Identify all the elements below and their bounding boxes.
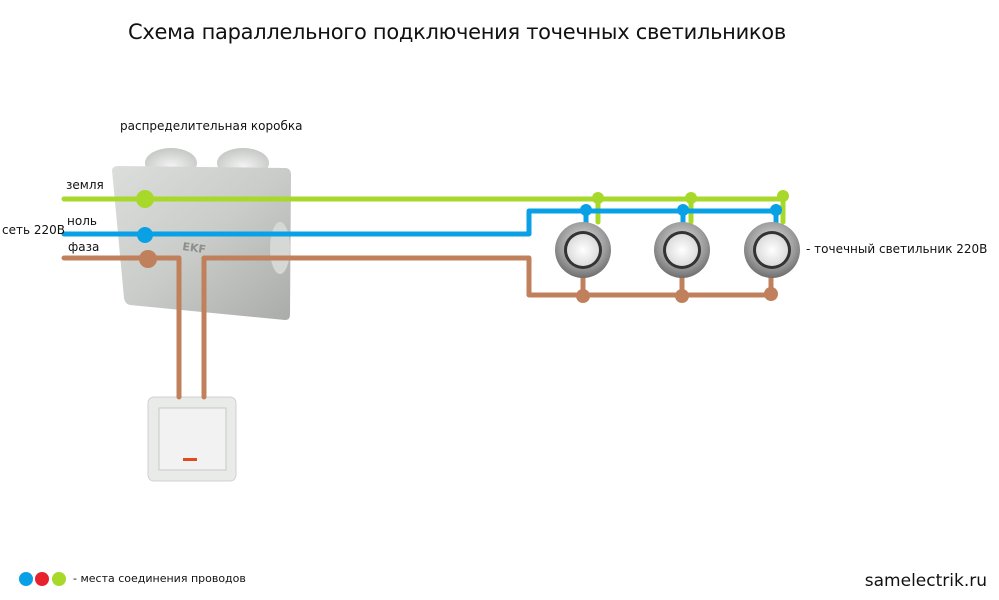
neutral-dot (580, 204, 592, 216)
neutral-dot (770, 204, 782, 216)
site-watermark: samelectrik.ru (864, 571, 987, 591)
legend-dot-blue (19, 572, 33, 586)
ground-junction-dot (136, 190, 154, 208)
ground-label: земля (66, 178, 104, 192)
network-label: сеть 220В (2, 223, 65, 237)
junction-box: EKF (112, 148, 291, 320)
phase-dot (576, 289, 590, 303)
legend-dot-green (52, 572, 66, 586)
phase-wire-out (201, 255, 774, 400)
ground-dot (777, 190, 789, 202)
phase-label: фаза (68, 240, 100, 254)
switch-indicator (183, 458, 197, 461)
ground-dot (592, 192, 604, 204)
spotlight-label: - точечный светильник 220В (806, 242, 988, 256)
junction-box-label: распределительная коробка (120, 119, 303, 133)
neutral-junction-dot (137, 227, 153, 243)
legend-dots (19, 572, 66, 586)
connection-points (136, 190, 789, 303)
legend-text: - места соединения проводов (73, 572, 246, 585)
spotlight-2 (654, 222, 710, 278)
neutral-dot (677, 204, 689, 216)
diagram-title: Схема параллельного подключения точечных… (128, 20, 786, 44)
legend-dot-red (35, 572, 49, 586)
phase-dot (675, 289, 689, 303)
spotlight-1 (555, 222, 611, 278)
phase-dot (764, 287, 778, 301)
ground-dot (685, 192, 697, 204)
phase-junction-dot (139, 250, 157, 268)
light-switch[interactable] (147, 396, 237, 482)
phase-wire-in (61, 255, 182, 400)
box-brand-mark: EKF (182, 240, 207, 256)
neutral-label: ноль (67, 214, 97, 228)
spotlight-3 (744, 222, 800, 278)
side-gland (270, 222, 290, 274)
neutral-wire (61, 208, 779, 237)
